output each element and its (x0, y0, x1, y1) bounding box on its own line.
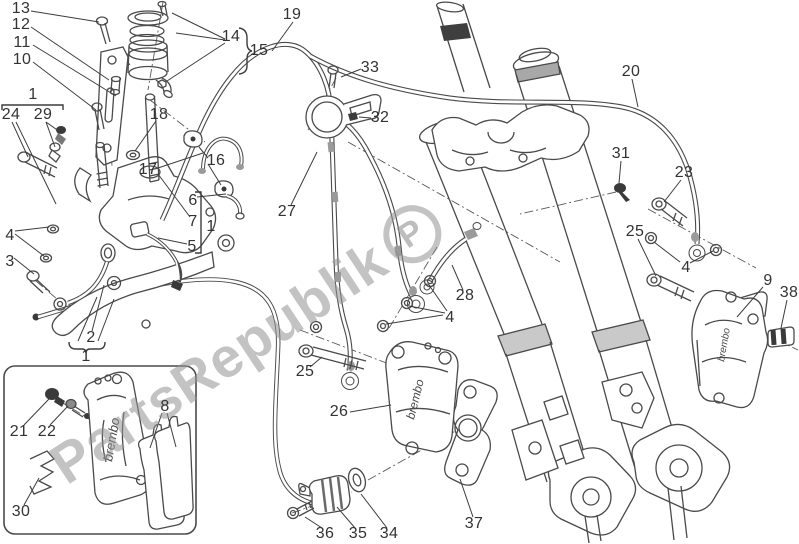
left-caliper-group: brembo (288, 342, 498, 519)
right-caliper: brembo (646, 198, 795, 408)
brake-lever (52, 252, 214, 335)
bolt-36 (288, 501, 315, 519)
callout-10: 10 (12, 51, 32, 68)
callout-38: 38 (779, 284, 799, 301)
callout-33: 33 (360, 59, 380, 76)
callout-25b: 25 (295, 363, 315, 380)
callout-22: 22 (37, 423, 57, 440)
callout-25a: 25 (625, 223, 645, 240)
callout-5: 5 (187, 238, 197, 255)
group-brackets (2, 28, 252, 353)
callout-1b: 1 (206, 218, 216, 235)
callout-28: 28 (455, 287, 475, 304)
inset-box: brembo (4, 366, 196, 534)
callout-35: 35 (348, 525, 368, 542)
mid-fittings (299, 276, 436, 371)
callout-27: 27 (277, 203, 297, 220)
callout-9: 9 (763, 272, 773, 289)
callout-1a: 1 (28, 86, 38, 103)
callout-13: 13 (11, 0, 31, 17)
callout-36: 36 (315, 525, 335, 542)
callout-19: 19 (282, 6, 302, 23)
steering-stem (436, 1, 490, 92)
callout-24: 24 (1, 106, 21, 123)
callout-37: 37 (464, 515, 484, 532)
fork-leg-left (417, 116, 635, 543)
hose-branch (338, 118, 412, 296)
callout-29: 29 (33, 106, 53, 123)
banjo-bolt-3 (27, 225, 59, 293)
fluid-reservoir (92, 2, 173, 166)
caliper-body (692, 290, 768, 407)
bolt-25-left (299, 345, 366, 370)
callout-21: 21 (9, 423, 29, 440)
bolt-24 (18, 152, 57, 177)
callout-12: 12 (11, 16, 31, 33)
brake-switch-5 (130, 221, 183, 291)
bushing-38 (768, 327, 794, 347)
hose-clamp-27 (306, 66, 381, 138)
banjo-bolt-23 (652, 198, 687, 226)
callout-7: 7 (188, 213, 198, 230)
callout-32: 32 (370, 109, 390, 126)
callout-15: 15 (249, 42, 269, 59)
callout-2: 2 (86, 329, 96, 346)
brake-pad (155, 416, 194, 519)
callout-6: 6 (188, 192, 198, 209)
carrier-37 (445, 380, 497, 485)
callout-17: 17 (138, 161, 158, 178)
hose-28 (429, 239, 466, 283)
fender-bracket (512, 372, 654, 480)
callout-31: 31 (611, 145, 631, 162)
callout-4a: 4 (5, 227, 15, 244)
triple-clamp (432, 105, 589, 171)
fork-leg-right (512, 46, 730, 540)
callout-18: 18 (149, 106, 169, 123)
front-fork-assembly (417, 1, 729, 543)
callout-4b: 4 (445, 309, 455, 326)
bolt-25-right (647, 274, 694, 301)
callout-4c: 4 (681, 259, 691, 276)
callout-30: 30 (11, 503, 31, 520)
master-cylinder-assembly (18, 126, 234, 335)
callout-23: 23 (674, 164, 694, 181)
callout-26: 26 (329, 403, 349, 420)
mc-clamp (75, 168, 91, 201)
clamp-cluster (96, 94, 244, 219)
nut-32 (348, 112, 358, 121)
callout-3: 3 (5, 253, 15, 270)
callout-14: 14 (221, 28, 241, 45)
callout-8: 8 (160, 398, 170, 415)
speed-sensor-35 (299, 476, 350, 514)
callout-20: 20 (621, 63, 641, 80)
screw-31 (614, 183, 630, 202)
callout-1c: 1 (81, 348, 91, 365)
screws-29 (49, 126, 66, 162)
leader-lines (12, 11, 787, 528)
callout-16: 16 (206, 152, 226, 169)
callout-11: 11 (13, 34, 31, 51)
callout-34: 34 (379, 525, 399, 542)
